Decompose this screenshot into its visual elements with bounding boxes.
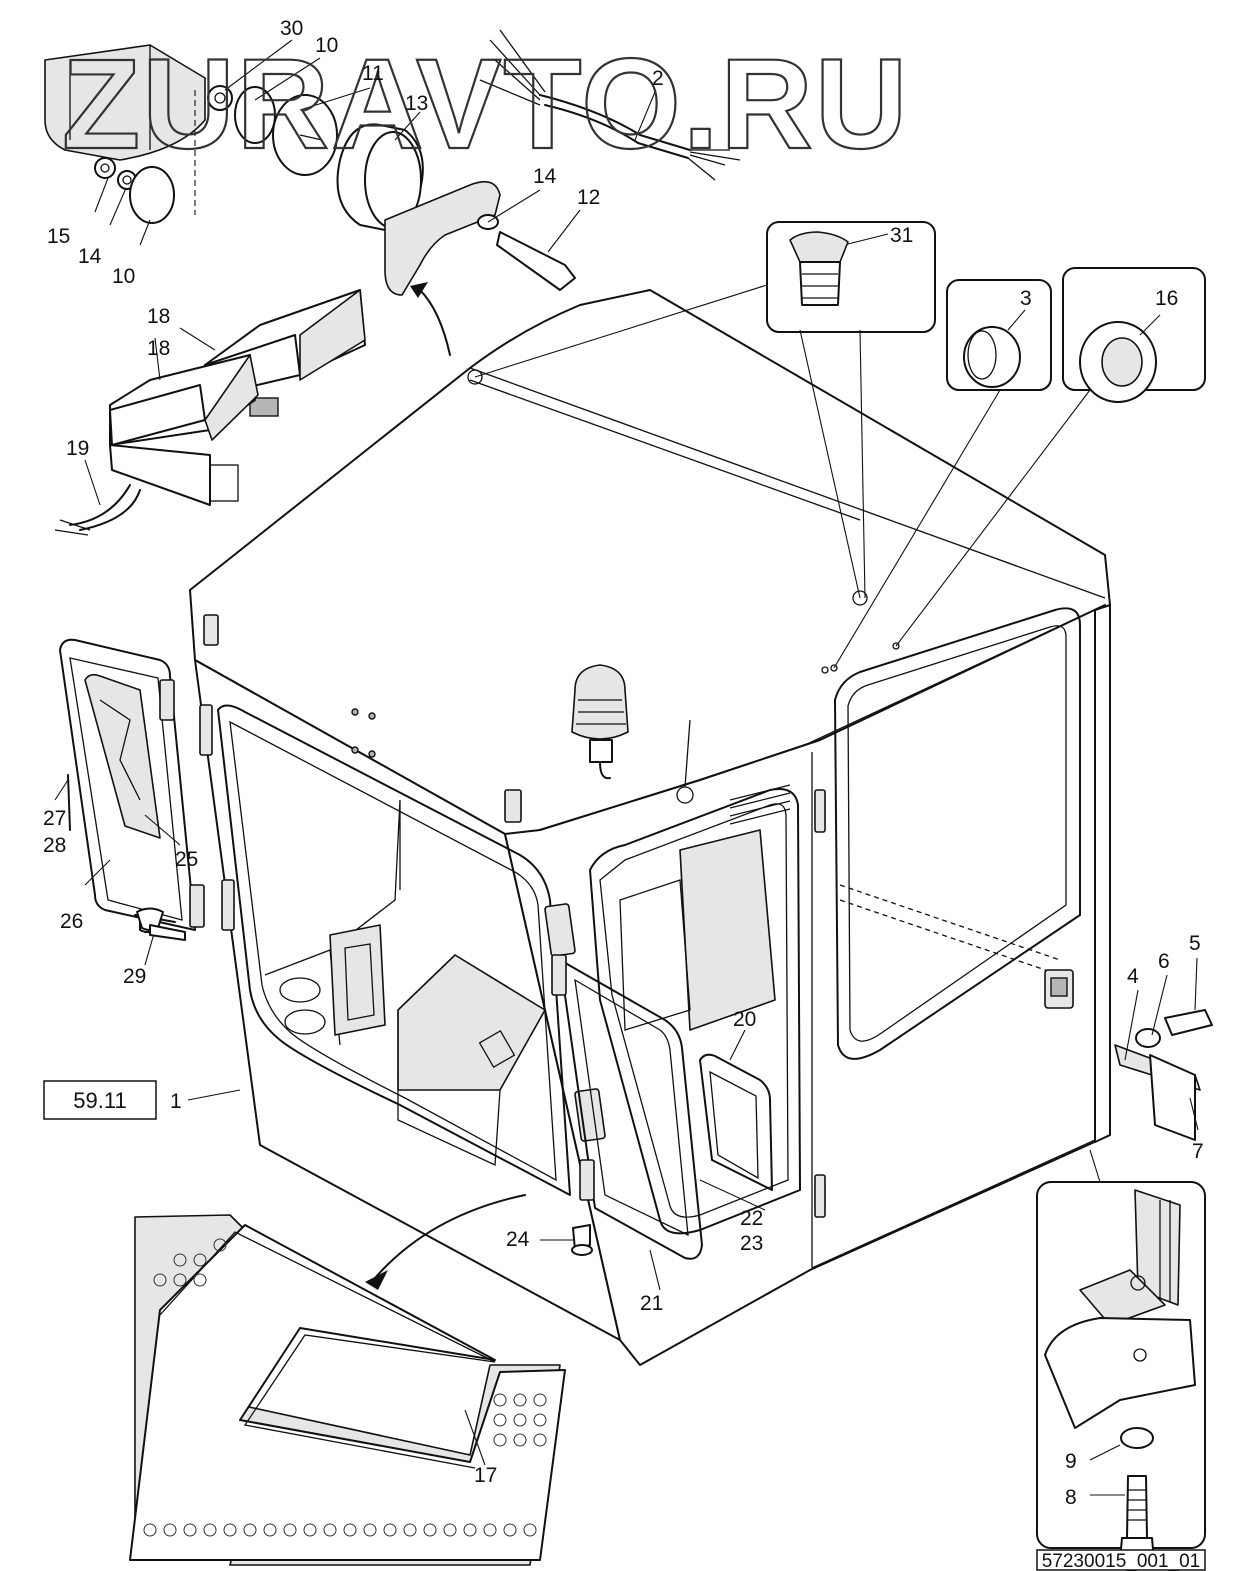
callout-28: 28 <box>43 834 66 857</box>
detail-boxes <box>474 221 1206 669</box>
callout-13: 13 <box>405 92 428 115</box>
mount-parts <box>44 44 424 231</box>
callout-24: 24 <box>506 1228 530 1251</box>
reference-box: 59.11 <box>73 1088 126 1113</box>
callout-9: 9 <box>1065 1450 1077 1473</box>
cab-body <box>189 289 1111 1366</box>
watermark: ZURAVTO.RU <box>62 33 909 176</box>
callout-16: 16 <box>1155 287 1178 310</box>
control-units <box>54 289 366 536</box>
callout-31: 31 <box>890 224 913 247</box>
left-window <box>217 704 571 1196</box>
front-door-frame <box>589 788 801 1235</box>
callout-27: 27 <box>43 807 66 830</box>
beacon-light <box>571 664 694 804</box>
callout-25: 25 <box>175 848 198 871</box>
callout-12: 12 <box>577 186 600 209</box>
mat-arrow <box>374 1194 526 1279</box>
callout-17: 17 <box>474 1464 497 1487</box>
callout-10-bottom: 10 <box>112 265 135 288</box>
callout-29: 29 <box>123 965 146 988</box>
callout-6: 6 <box>1158 950 1170 973</box>
callout-7: 7 <box>1192 1140 1204 1163</box>
callout-30: 30 <box>280 17 303 40</box>
fasteners <box>136 907 593 1256</box>
callout-11: 11 <box>362 62 384 85</box>
left-door-panel <box>59 638 205 934</box>
callout-19: 19 <box>66 437 89 460</box>
callout-5: 5 <box>1189 932 1201 955</box>
callout-10-top: 10 <box>315 34 338 57</box>
detail-box-corner <box>1036 1149 1206 1561</box>
callout-20: 20 <box>733 1008 756 1031</box>
floor-mat <box>129 1214 566 1566</box>
callout-22: 22 <box>740 1207 763 1230</box>
leader-lines <box>54 39 1199 1496</box>
callout-23: 23 <box>740 1232 763 1255</box>
callout-18-bottom: 18 <box>147 337 170 360</box>
callout-3: 3 <box>1020 287 1032 310</box>
callout-4: 4 <box>1127 965 1139 988</box>
right-window <box>834 607 1081 1060</box>
callout-21: 21 <box>640 1292 663 1315</box>
callout-14-top: 14 <box>533 165 557 188</box>
callout-15: 15 <box>47 225 70 248</box>
open-door <box>551 954 773 1260</box>
drawing-number: 57230015_001_01 <box>1042 1551 1201 1571</box>
callout-numbers: 1 2 3 4 5 6 7 8 9 10 10 11 12 13 14 14 1… <box>43 17 1204 1509</box>
callout-1: 1 <box>170 1090 182 1113</box>
callout-8: 8 <box>1065 1486 1077 1509</box>
door-side-window <box>699 1053 773 1191</box>
callout-26: 26 <box>60 910 83 933</box>
callout-2: 2 <box>652 67 664 90</box>
step-bracket <box>1114 1009 1213 1141</box>
callout-18-top: 18 <box>147 305 170 328</box>
callout-14-left: 14 <box>78 245 102 268</box>
